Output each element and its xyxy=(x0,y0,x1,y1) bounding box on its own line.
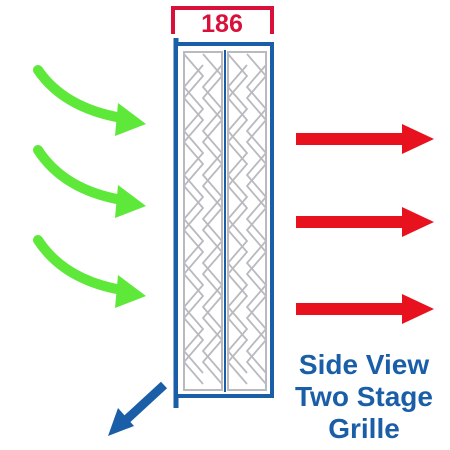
inlet-airflow xyxy=(33,65,146,308)
caption-line-2: Two Stage xyxy=(295,381,433,412)
outlet-air-arrow-icon xyxy=(296,124,434,154)
dimension-label: 186 xyxy=(201,10,243,38)
caption-line-3: Grille xyxy=(328,413,400,444)
mesh-zigzag xyxy=(226,53,249,385)
mesh-zigzag xyxy=(226,64,249,374)
dimension-bracket xyxy=(171,6,274,34)
caption-line-1: Side View xyxy=(298,349,430,380)
inlet-air-arrow-icon xyxy=(33,235,146,308)
mesh-zigzag xyxy=(245,64,268,374)
outlet-air-arrow-icon xyxy=(296,294,434,324)
outlet-airflow xyxy=(296,124,434,324)
mesh-zigzag xyxy=(245,53,268,385)
grille-frame xyxy=(173,38,274,408)
outlet-air-arrow-icon xyxy=(296,207,434,237)
grille-mesh xyxy=(182,53,268,385)
mesh-zigzag xyxy=(182,53,205,385)
mesh-zigzag xyxy=(201,53,224,385)
drain-arrow-icon xyxy=(108,381,168,436)
inlet-air-arrow-icon xyxy=(33,145,146,218)
mesh-zigzag xyxy=(201,64,224,374)
mesh-zigzag xyxy=(182,64,205,374)
inlet-air-arrow-icon xyxy=(33,65,146,136)
